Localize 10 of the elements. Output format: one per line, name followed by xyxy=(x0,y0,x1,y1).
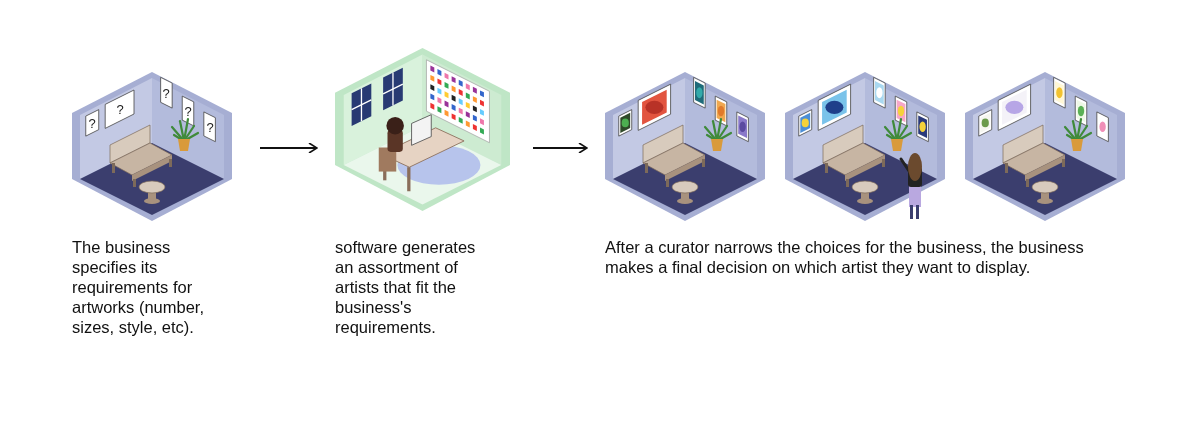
question-mark: ? xyxy=(116,102,124,116)
arrow xyxy=(532,142,588,154)
question-mark: ? xyxy=(162,86,170,100)
step-description: software generates an assortment of artists that fit the business's requirements. xyxy=(335,237,477,337)
step-description: After a curator narrows the choices for the business, the business makes a final decision on which artist they want to display. xyxy=(605,237,1085,277)
question-mark: ? xyxy=(184,104,192,118)
step-description: The business specifies its requirements for artworks (number, sizes, style, etc). xyxy=(72,237,206,337)
arrow xyxy=(259,142,318,154)
question-mark: ? xyxy=(206,120,214,134)
question-mark: ? xyxy=(88,116,96,130)
